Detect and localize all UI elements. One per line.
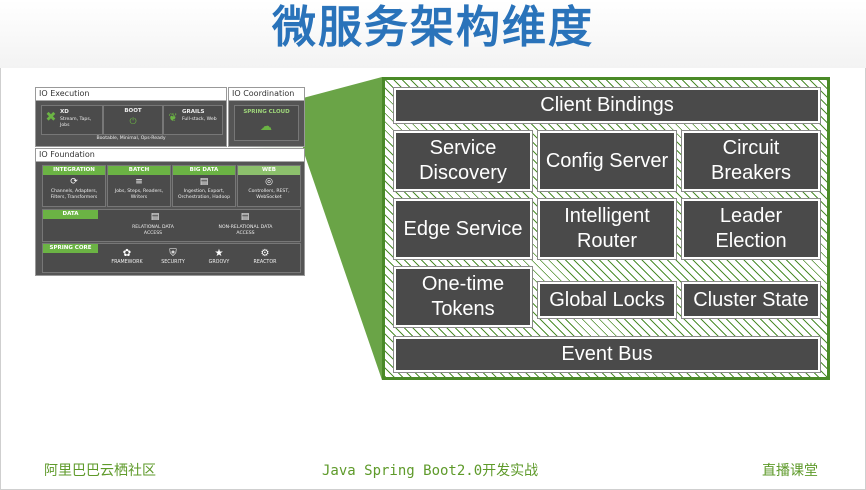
web-desc: Controllers, REST, WebSocket [248,189,290,200]
footer-left: 阿里巴巴云栖社区 [44,463,156,479]
footer-center: Java Spring Boot2.0开发实战 [322,463,539,479]
xd-icon: ✖ [45,110,57,125]
circuit-breakers-cell: Circuit Breakers [681,130,821,192]
io-foundation-label: IO Foundation [36,149,304,162]
spring-core-tile: SPRING CORE ✿FRAMEWORK ⛨SECURITY ★GROOVY… [42,243,301,273]
footer-right: 直播课堂 [762,463,818,479]
io-execution-label: IO Execution [36,88,226,101]
relational-db-icon: ▤ [150,212,160,222]
reactor-icon: ⚙ [260,248,270,259]
framework-item: ✿FRAMEWORK [107,248,147,265]
data-name: DATA [43,210,98,219]
io-execution-box: IO Execution ✖ XD Stream, Taps, Jobs BOO… [35,87,227,147]
integration-name: INTEGRATION [43,166,105,175]
one-time-tokens-cell: One-time Tokens [393,266,533,328]
spring-cloud-tile: SPRING CLOUD ☁ [234,105,299,141]
big-data-desc: Ingestion, Export, Orchestration, Hadoop [177,189,230,200]
data-tile: DATA ▤ RELATIONAL DATA ACCESS ▤ NON-RELA… [42,209,301,242]
service-discovery-cell: Service Discovery [393,130,533,192]
grails-tile: ❦ GRAILS Full-stack, Web [163,105,223,135]
spring-cloud-name: SPRING CLOUD [243,109,290,115]
groovy-item: ★GROOVY [199,248,239,265]
non-relational-label: NON-RELATIONAL DATA ACCESS [218,225,273,236]
io-coordination-box: IO Coordination SPRING CLOUD ☁ [228,87,305,147]
cloud-leaf-icon: ☁ [260,119,272,133]
security-item: ⛨SECURITY [153,248,193,265]
relational-label: RELATIONAL DATA ACCESS [132,225,174,236]
title-band [0,0,866,68]
shield-icon: ⛨ [169,248,177,259]
intelligent-router-cell: Intelligent Router [537,198,677,260]
event-bus-cell: Event Bus [393,336,821,373]
boot-tile: BOOT ⏻ [103,105,163,135]
groovy-icon: ★ [214,248,224,259]
web-tile: WEB ◎ Controllers, REST, WebSocket [237,165,301,207]
edge-service-cell: Edge Service [393,198,533,260]
batch-desc: Jobs, Steps, Readers, Writers [114,189,164,200]
integration-desc: Channels, Adapters, Filters, Transformer… [50,189,98,200]
framework-icon: ✿ [122,248,132,259]
integration-tile: INTEGRATION ⟳ Channels, Adapters, Filter… [42,165,106,207]
boot-name: BOOT [124,108,142,114]
grails-icon: ❦ [168,111,178,124]
io-coordination-label: IO Coordination [229,88,304,101]
boot-desc: Bootable, Minimal, Ops-Ready [96,136,166,141]
io-foundation-box: IO Foundation INTEGRATION ⟳ Channels, Ad… [35,148,305,276]
reactor-item: ⚙REACTOR [245,248,285,265]
cluster-state-cell: Cluster State [681,281,821,319]
big-data-tile: BIG DATA ▤ Ingestion, Export, Orchestrat… [172,165,236,207]
xd-desc: Stream, Taps, Jobs [60,117,92,128]
big-data-name: BIG DATA [173,166,235,175]
xd-tile: ✖ XD Stream, Taps, Jobs [41,105,103,135]
integration-icon: ⟳ [70,177,78,187]
spring-core-name: SPRING CORE [43,244,98,253]
client-bindings-cell: Client Bindings [393,87,821,124]
web-name: WEB [238,166,300,175]
database-icon: ▤ [199,177,209,187]
leader-election-cell: Leader Election [681,198,821,260]
globe-icon: ◎ [265,177,273,187]
batch-icon: ≡ [135,177,143,187]
nonrelational-db-icon: ▤ [240,212,250,222]
slide-title: 微服务架构维度 [272,2,594,53]
config-server-cell: Config Server [537,130,677,192]
batch-tile: BATCH ≡ Jobs, Steps, Readers, Writers [107,165,171,207]
global-locks-cell: Global Locks [537,281,677,319]
grails-desc: Full-stack, Web [182,117,217,122]
batch-name: BATCH [108,166,170,175]
grails-name: GRAILS [182,109,205,115]
xd-name: XD [60,109,69,115]
power-icon: ⏻ [129,117,137,127]
spring-cloud-features-panel: Client Bindings Service Discovery Config… [382,77,830,380]
